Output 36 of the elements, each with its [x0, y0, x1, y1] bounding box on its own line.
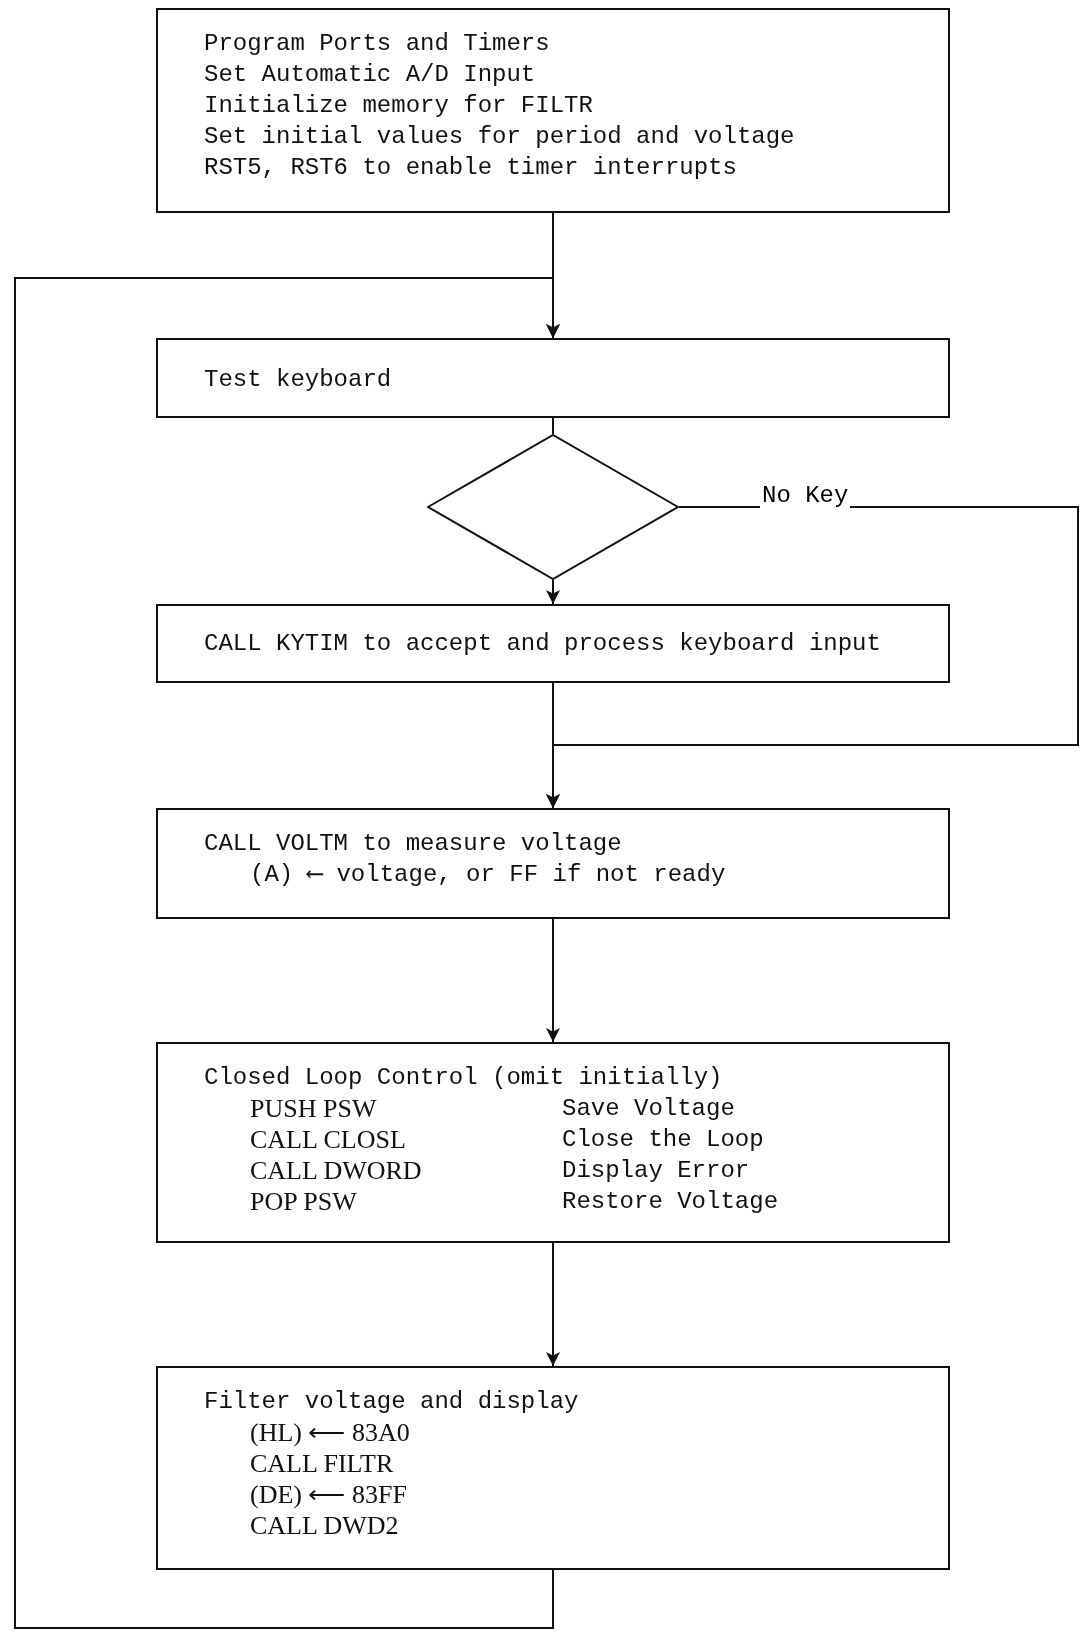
box-heading: Closed Loop Control (omit initially) — [204, 1063, 724, 1093]
step-text: Initialize memory for FILTR — [204, 91, 594, 121]
step-text: Test keyboard — [204, 365, 393, 395]
step-text: RST5, RST6 to enable timer interrupts — [204, 153, 738, 183]
comment-text: Display Error — [562, 1156, 751, 1186]
instruction-text: CALL DWORD — [250, 1155, 423, 1186]
step-text: Set initial values for period and voltage — [204, 122, 796, 152]
instruction-text: POP PSW — [250, 1186, 358, 1217]
instruction-text: CALL DWD2 — [249, 1510, 400, 1541]
instruction-text: (A) ⟵ voltage, or FF if not ready — [249, 860, 727, 890]
arrow — [14, 277, 560, 1629]
instruction-text: PUSH PSW — [250, 1093, 378, 1124]
decision-diamond — [427, 434, 679, 580]
process-box — [156, 1366, 950, 1570]
arrow — [546, 1242, 560, 1367]
step-text: Program Ports and Timers — [204, 29, 551, 59]
process-box — [156, 338, 950, 418]
arrow — [546, 506, 1079, 809]
box-heading: Filter voltage and display — [204, 1387, 580, 1417]
process-box — [156, 8, 950, 213]
step-text: CALL KYTIM to accept and process keyboard input — [204, 629, 882, 659]
comment-text: Close the Loop — [562, 1125, 765, 1155]
comment-text: Save Voltage — [562, 1094, 736, 1124]
instruction-text: CALL FILTR — [249, 1448, 395, 1479]
instruction-text: (HL) ⟵ 83A0 — [249, 1417, 411, 1448]
instruction-text: CALL CLOSL — [250, 1124, 407, 1155]
arrow — [546, 918, 560, 1043]
instruction-text: (DE) ⟵ 83FF — [249, 1479, 408, 1510]
process-box — [156, 604, 950, 683]
arrow — [546, 579, 560, 605]
process-box — [156, 808, 950, 919]
box-heading: CALL VOLTM to measure voltage — [204, 829, 623, 859]
process-box — [156, 1042, 950, 1243]
comment-text: Restore Voltage — [562, 1187, 780, 1217]
step-text: Set Automatic A/D Input — [204, 60, 537, 90]
edge-label: No Key — [760, 483, 851, 509]
